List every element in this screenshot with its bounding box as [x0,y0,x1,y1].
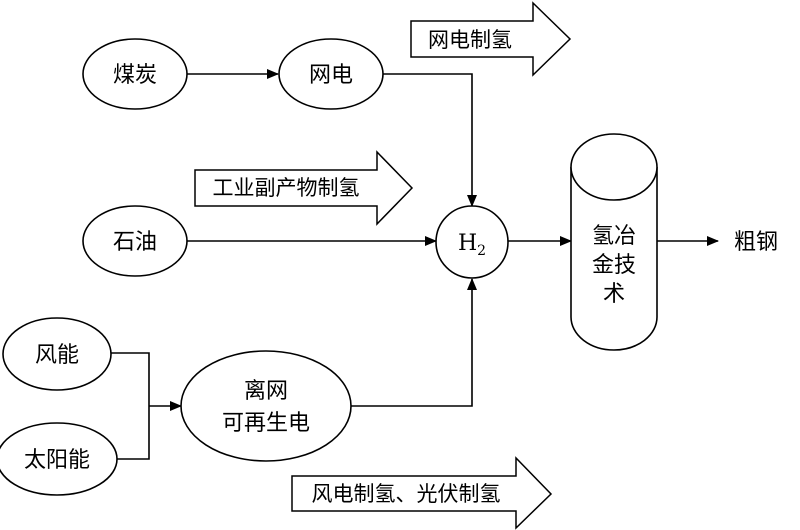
edge-wind-to-offgrid [111,352,150,406]
callout-wind-solar-hydrogen: 风电制氢、光伏制氢 [291,456,553,530]
node-metallurgy: 氢冶 金技 术 [570,133,658,351]
node-offgrid-renewable: 离网 可再生电 [180,350,352,462]
callout-label: 风电制氢、光伏制氢 [312,482,501,506]
block-arrow-shape [291,456,553,530]
hydrogen-symbol: H [458,231,477,256]
block-arrow-shape [410,1,572,77]
edge-grid-to-hydrogen [383,73,477,207]
node-coal: 煤炭 [82,38,188,110]
node-label-line-1: 离网 [244,379,288,404]
node-label: 风能 [35,343,79,368]
node-shape [82,38,188,110]
edge-solar-to-offgrid [117,406,150,460]
block-arrow-shape [194,150,414,226]
node-shape [82,205,188,277]
node-label-line-2: 可再生电 [222,411,310,436]
node-solar: 太阳能 [0,422,118,496]
node-shape [2,317,112,391]
callout-label: 工业副产物制氢 [213,176,360,200]
callout-industrial-byproduct: 工业副产物制氢 [194,150,414,226]
edge-offgrid-to-hydrogen [351,278,477,407]
cylinder-top [570,133,658,201]
node-shape [0,422,118,496]
node-petroleum: 石油 [82,205,188,277]
node-label-line-3: 术 [603,282,625,307]
node-label-line-2: 金技 [592,253,636,278]
node-shape [278,38,384,110]
node-grid-power: 网电 [278,38,384,110]
node-label: 太阳能 [24,448,90,473]
node-shape [180,350,352,462]
node-label: 粗钢 [734,230,778,255]
node-shape [435,205,509,279]
node-label: 石油 [113,230,157,255]
node-label-line-1: 氢冶 [592,224,636,249]
node-label: 网电 [309,63,353,88]
node-label: H2 [458,231,486,259]
callout-grid-hydrogen: 网电制氢 [410,1,572,77]
hydrogen-subscript: 2 [477,243,486,259]
node-shape [570,167,658,351]
node-label: 煤炭 [113,63,157,88]
connectors [111,69,719,460]
node-crude-steel: 粗钢 [734,230,778,255]
callout-label: 网电制氢 [428,28,512,52]
node-wind: 风能 [2,317,112,391]
node-hydrogen: H2 [435,205,509,279]
